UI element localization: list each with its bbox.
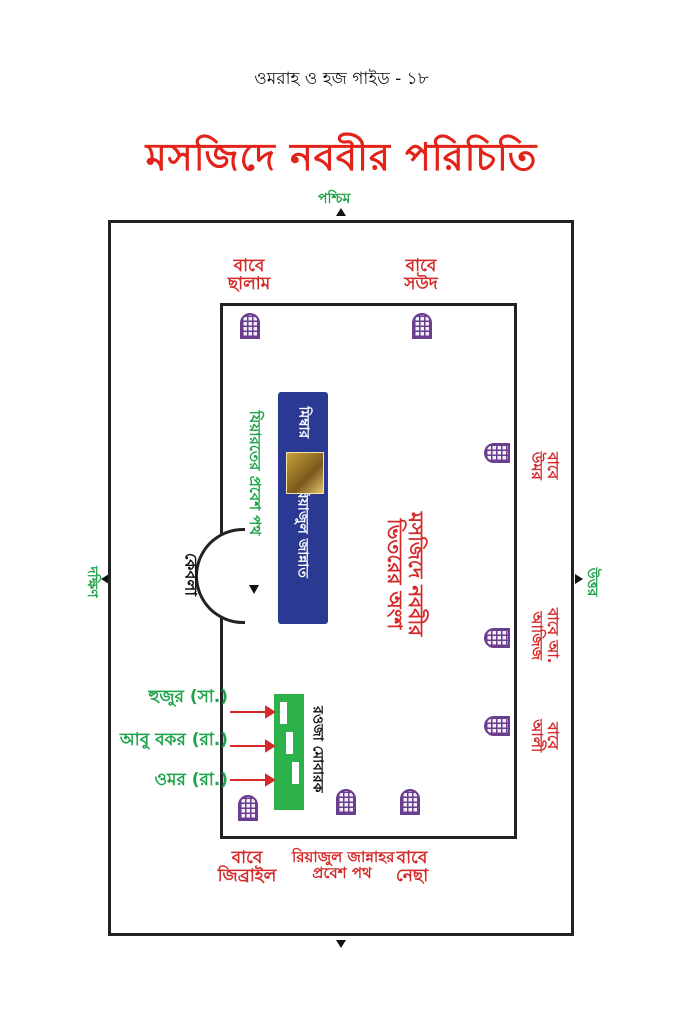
gate-babe-jibrail-label: বাবে জিব্রাইল [212, 848, 282, 886]
riyazul-jannat-panel [278, 392, 328, 624]
ziyarat-entry-path-label: যিয়ারতের প্রবেশ পথ [245, 410, 264, 536]
arrow-up-icon [336, 208, 346, 216]
gate-door-icon [336, 789, 356, 815]
pointer-arrow-head-icon [265, 739, 276, 753]
gate-label-line1: রিয়াজুল জান্নাহর [292, 848, 395, 866]
gate-door-icon [484, 443, 510, 463]
gate-label-line2: জিব্রাইল [217, 865, 277, 886]
gate-label-line1: বাবে [396, 848, 428, 868]
outer-boundary [108, 220, 574, 936]
gate-babe-umar-label: বাবে উমর [528, 428, 562, 504]
gate-label-line2: নেছা [395, 865, 429, 886]
direction-west-label: পশ্চিম [318, 191, 351, 207]
inner-part-line2: ভিতরের অংশ [383, 518, 407, 630]
rawza-mubarak-label: রওজা মোবারক [309, 706, 326, 793]
diagram-title: মসজিদে নববীর পরিচিতি [145, 135, 538, 179]
gate-label-line1: বাবে [543, 452, 562, 480]
gate-label-line1: বাবে [233, 256, 265, 276]
mimbar-label: মিম্বার [295, 406, 312, 439]
pointer-arrow-head-icon [265, 773, 276, 787]
gate-babe-aziz-label: বাবে আ. আজিজ [528, 588, 562, 684]
path-arrow-down-icon [249, 585, 259, 594]
qibla-label: কেবলা [181, 552, 201, 596]
grave-pointer-arrows [230, 705, 276, 787]
inner-part-line1: মসজিদে নববীর [404, 511, 428, 637]
gate-door-icon [484, 628, 510, 648]
gate-label-line1: বাবে [543, 722, 562, 750]
gate-label-line1: বাবে আ. [543, 608, 562, 664]
mimbar-image [286, 452, 324, 494]
gate-door-icon [238, 795, 258, 821]
gate-door-icon [240, 313, 260, 339]
gate-label-line2: সউদ [404, 273, 438, 294]
direction-north-label: উত্তর [584, 567, 600, 597]
grave-marker [280, 702, 287, 724]
grave-marker [292, 762, 299, 784]
gate-door-icon [484, 716, 510, 736]
gate-door-icon [412, 313, 432, 339]
gate-babe-nisa-label: বাবে নেছা [384, 848, 440, 886]
arrow-left-icon [101, 574, 109, 584]
gate-label-line2: ছালাম [227, 273, 271, 294]
arrow-right-icon [575, 574, 583, 584]
grave-umar-label: ওমর (রা.) [154, 770, 229, 790]
gate-babe-salam-label: বাবে ছালাম [214, 256, 284, 294]
arrow-down-icon [336, 940, 346, 948]
gate-babe-saud-label: বাবে সউদ [386, 256, 456, 294]
grave-prophet-label: হুজুর (সা.) [148, 687, 229, 707]
grave-abubakr-label: আবু বকর (রা.) [119, 730, 228, 750]
gate-babe-ali-label: বাবে আলী [528, 698, 562, 774]
gate-label-line2: প্রবেশ পথ [312, 863, 372, 882]
gate-label-line2: উমর [528, 451, 546, 480]
pointer-arrow-head-icon [265, 705, 276, 719]
page-header: ওমরাহ ও হজ গাইড - ১৮ [254, 69, 429, 89]
gate-label-line1: বাবে [231, 848, 263, 868]
gate-label-line2: আলী [528, 719, 546, 753]
grave-marker [286, 732, 293, 754]
riyazul-jannah-entry-label: রিয়াজুল জান্নাহর প্রবেশ পথ [292, 848, 395, 882]
gate-label-line2: আজিজ [528, 611, 546, 661]
gate-door-icon [400, 789, 420, 815]
direction-south-label: দক্ষিণ [84, 566, 100, 598]
gate-label-line1: বাবে [405, 256, 437, 276]
inner-part-label: মসজিদে নববীর ভিতরের অংশ [383, 489, 428, 659]
